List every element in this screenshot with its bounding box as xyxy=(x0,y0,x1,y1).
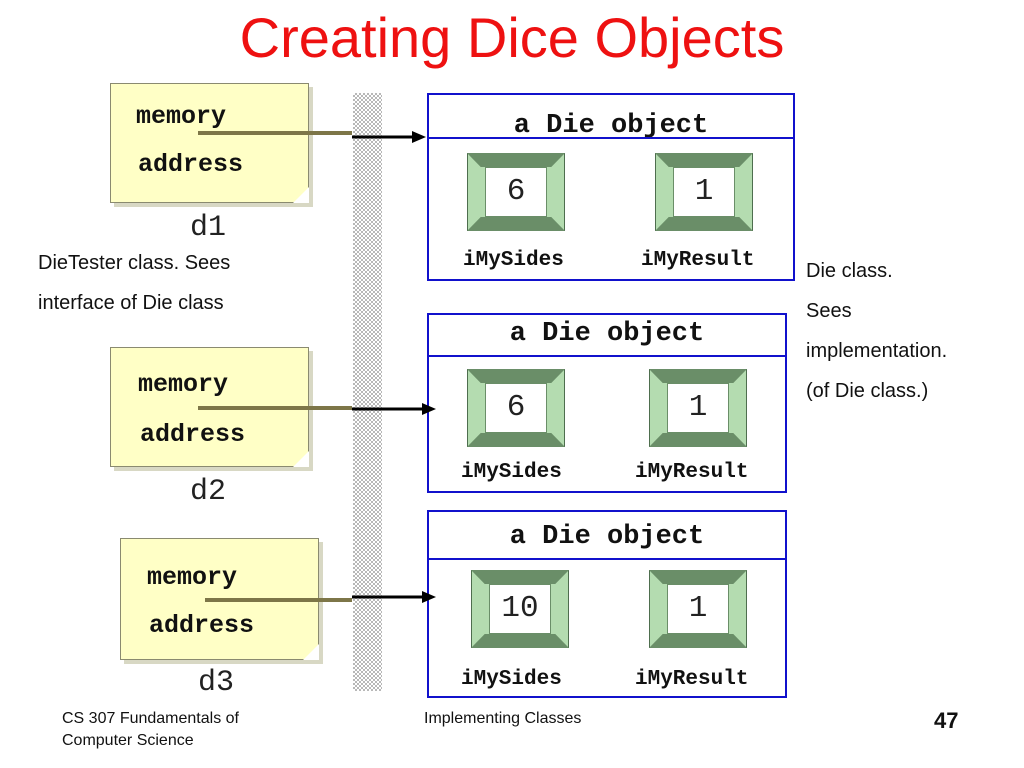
memory-address-note-d2: memory address xyxy=(110,347,309,467)
note-line-memory: memory xyxy=(138,370,229,399)
die-object-3: a Die object 10 1 iMySides iMyResult xyxy=(427,510,787,698)
tester-description: DieTester class. Sees interface of Die c… xyxy=(38,243,230,323)
variable-name-d1: d1 xyxy=(190,211,227,245)
field-value: 1 xyxy=(688,591,708,626)
field-box-result: 1 xyxy=(645,365,751,451)
field-name-sides: iMySides xyxy=(463,249,564,272)
field-name-result: iMyResult xyxy=(641,249,755,272)
die-class-description-line2: Sees xyxy=(806,300,852,322)
field-box-result: 1 xyxy=(645,566,751,652)
class-boundary-divider xyxy=(353,93,382,691)
object-title-separator xyxy=(429,558,785,560)
die-class-description-line4: (of Die class.) xyxy=(806,380,929,402)
note-line-address: address xyxy=(149,611,255,640)
field-name-result: iMyResult xyxy=(635,461,749,484)
object-title: a Die object xyxy=(509,522,705,552)
die-class-description-line3: implementation. xyxy=(806,340,948,362)
tester-description-line2: interface of Die class xyxy=(38,292,224,314)
object-title-separator xyxy=(429,355,785,357)
note-line-memory: memory xyxy=(136,102,227,131)
footer-topic: Implementing Classes xyxy=(424,710,582,727)
field-value: 1 xyxy=(688,390,708,425)
footer-course-line2: Computer Science xyxy=(62,732,194,749)
memory-address-note-d3: memory address xyxy=(120,538,319,660)
field-value: 10 xyxy=(501,591,539,626)
die-object-1: a Die object 6 1 iMySides iMyResult xyxy=(427,93,795,281)
note-line-address: address xyxy=(138,150,244,179)
field-box-sides: 6 xyxy=(463,149,569,235)
field-name-sides: iMySides xyxy=(461,461,562,484)
note-fold-corner xyxy=(303,644,319,660)
die-class-description-line1: Die class. xyxy=(806,260,893,282)
field-name-result: iMyResult xyxy=(635,668,749,691)
variable-name-d2: d2 xyxy=(190,475,227,509)
footer-course: CS 307 Fundamentals of Computer Science xyxy=(62,708,239,752)
die-object-2: a Die object 6 1 iMySides iMyResult xyxy=(427,313,787,493)
object-title: a Die object xyxy=(509,319,705,349)
memory-address-note-d1: memory address xyxy=(110,83,309,203)
note-line-address: address xyxy=(140,420,246,449)
field-value: 1 xyxy=(694,174,714,209)
note-fold-corner xyxy=(293,451,309,467)
field-box-result: 1 xyxy=(651,149,757,235)
die-class-description: Die class. Sees implementation. (of Die … xyxy=(806,251,947,411)
object-title-separator xyxy=(429,137,793,139)
object-title: a Die object xyxy=(513,111,709,141)
field-name-sides: iMySides xyxy=(461,668,562,691)
slide-title: Creating Dice Objects xyxy=(239,6,785,69)
page-number: 47 xyxy=(934,708,959,733)
field-value: 6 xyxy=(506,174,526,209)
field-value: 6 xyxy=(506,390,526,425)
note-fold-corner xyxy=(293,187,309,203)
tester-description-line1: DieTester class. Sees xyxy=(38,252,231,274)
field-box-sides: 10 xyxy=(467,566,573,652)
note-line-memory: memory xyxy=(147,563,238,592)
field-box-sides: 6 xyxy=(463,365,569,451)
variable-name-d3: d3 xyxy=(198,666,235,700)
footer-course-line1: CS 307 Fundamentals of xyxy=(62,710,239,727)
